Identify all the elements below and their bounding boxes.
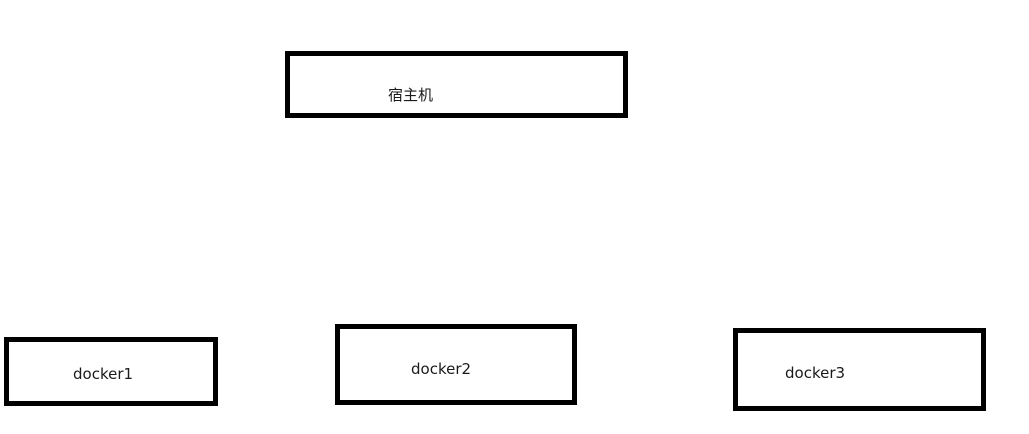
docker2-node-box: docker2	[335, 324, 577, 405]
docker1-node-label: docker1	[73, 365, 134, 383]
host-node-box: 宿主机	[285, 51, 628, 118]
docker1-node-box: docker1	[4, 337, 218, 406]
docker3-node-label: docker3	[785, 364, 846, 382]
host-node-label: 宿主机	[388, 86, 434, 104]
docker2-node-label: docker2	[411, 360, 472, 378]
docker3-node-box: docker3	[733, 328, 986, 411]
